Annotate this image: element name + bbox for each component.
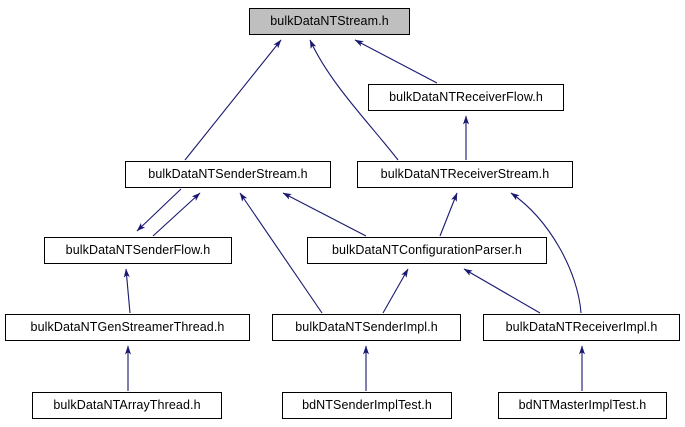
edge-senderstream-to-stream [184,39,282,161]
edge-receiverstream-to-stream [309,39,399,161]
node-bulkdatantsenderimpl[interactable]: bulkDataNTSenderImpl.h [272,314,461,341]
edge-senderimpl-to-configparser [382,268,409,314]
node-label: bulkDataNTConfigurationParser.h [331,243,522,258]
node-label: bulkDataNTReceiverStream.h [380,167,550,182]
node-bulkdatantstream[interactable]: bulkDataNTStream.h [249,8,410,35]
edge-senderflow-to-senderstream [152,192,201,237]
node-label: bulkDataNTGenStreamerThread.h [30,320,225,335]
node-bulkdatantreceiverimpl[interactable]: bulkDataNTReceiverImpl.h [483,314,680,341]
node-label: bulkDataNTSenderStream.h [148,167,308,182]
node-bulkdatantconfigurationparser[interactable]: bulkDataNTConfigurationParser.h [307,237,547,264]
node-label: bulkDataNTArrayThread.h [53,398,201,413]
node-bulkdatantgenstreamerthread[interactable]: bulkDataNTGenStreamerThread.h [5,314,250,341]
edge-configparser-to-senderstream [282,192,367,237]
node-label: bdNTSenderImplTest.h [302,398,432,413]
edge-configparser-to-receiverstream [439,192,458,237]
node-bulkdatantsenderflow[interactable]: bulkDataNTSenderFlow.h [44,237,232,264]
node-bulkdatantsenderstream[interactable]: bulkDataNTSenderStream.h [125,161,331,188]
node-label: bulkDataNTReceiverImpl.h [505,320,658,335]
edge-receiverflow-to-stream [354,39,438,84]
node-label: bulkDataNTSenderImpl.h [295,320,438,335]
node-bulkdatantarraythread[interactable]: bulkDataNTArrayThread.h [32,392,222,419]
node-label: bulkDataNTSenderFlow.h [65,243,211,258]
edge-receiverimpl-to-receiverstream [510,192,582,314]
node-bdntsenderimpltest[interactable]: bdNTSenderImplTest.h [282,392,452,419]
node-bulkdatantreceiverflow[interactable]: bulkDataNTReceiverFlow.h [368,84,564,111]
node-bdntmasterimpltest[interactable]: bdNTMasterImplTest.h [498,392,667,419]
node-bulkdatantreceiverstream[interactable]: bulkDataNTReceiverStream.h [357,161,573,188]
node-label: bulkDataNTStream.h [270,14,389,29]
node-label: bdNTMasterImplTest.h [518,398,647,413]
edge-senderimpl-to-senderstream [239,192,323,314]
edge-receiverimpl-to-configparser [463,268,541,314]
edge-genstreamer-to-senderflow [123,268,131,314]
edge-senderstream-to-senderflow [136,188,182,232]
node-label: bulkDataNTReceiverFlow.h [389,90,543,105]
